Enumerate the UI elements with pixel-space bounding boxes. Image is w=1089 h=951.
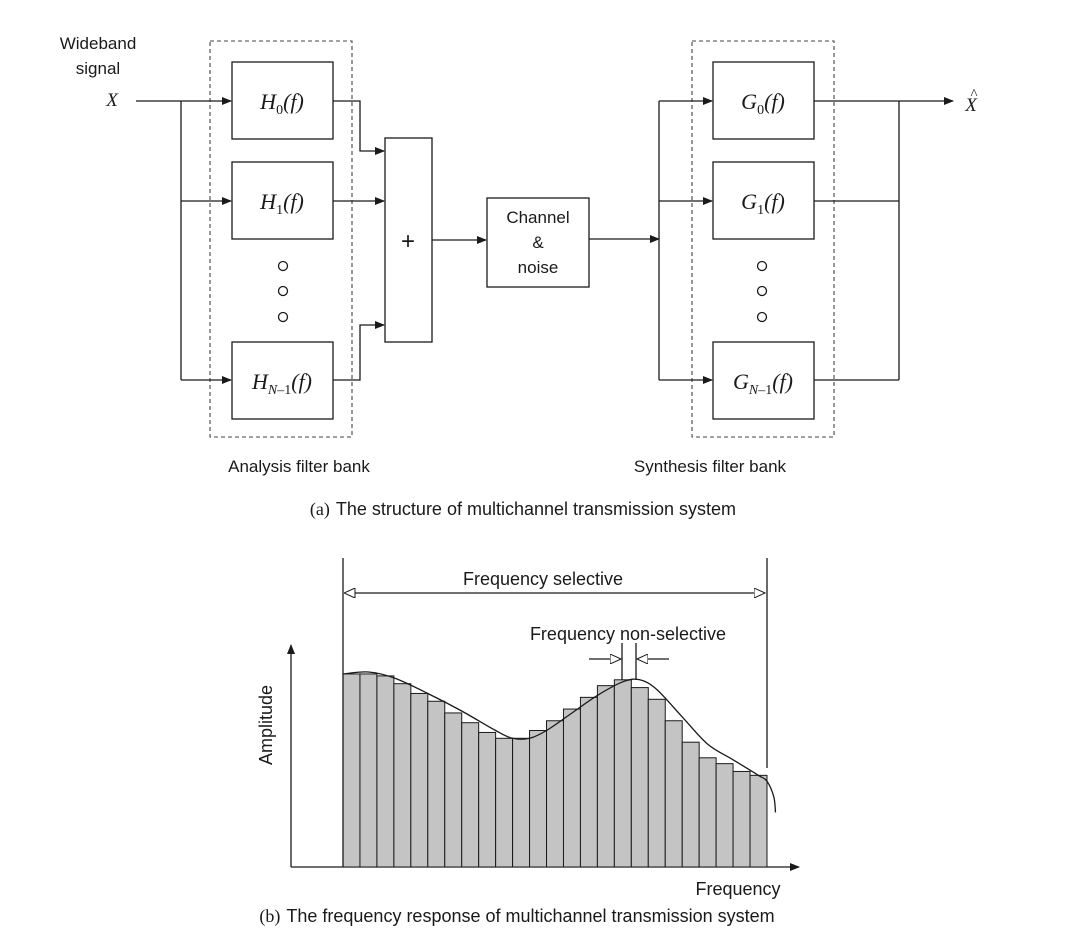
ellipsis-dot bbox=[277, 285, 289, 297]
subchannel-bar bbox=[630, 687, 649, 868]
subchannel-bar bbox=[647, 698, 666, 868]
caption-a-prefix: (a) bbox=[310, 499, 330, 520]
gn1-sub2: –1 bbox=[757, 383, 772, 398]
caption-b: (b) The frequency response of multichanne… bbox=[259, 906, 774, 927]
channel-label-line2: & bbox=[532, 233, 544, 252]
input-label-line2: signal bbox=[76, 59, 120, 78]
synthesis-filter-g1: G1(f) bbox=[712, 161, 815, 240]
h0-sub: 0 bbox=[276, 103, 283, 118]
caption-a-text: The structure of multichannel transmissi… bbox=[336, 499, 736, 519]
subchannel-bar bbox=[681, 741, 700, 868]
subchannel-bar bbox=[664, 720, 683, 868]
subchannel-bar bbox=[444, 712, 463, 868]
output-hat: ^ bbox=[970, 87, 977, 103]
subchannel-bar bbox=[698, 757, 717, 868]
channel-noise-block bbox=[486, 197, 590, 288]
synthesis-filter-bank-label: Synthesis filter bank bbox=[634, 457, 787, 476]
analysis-filter-h1: H1(f) bbox=[231, 161, 334, 240]
g1-arg: (f) bbox=[764, 189, 785, 214]
caption-a: (a) The structure of multichannel transmi… bbox=[310, 499, 736, 520]
output-symbol: X bbox=[964, 95, 978, 116]
hn1-sub2: –1 bbox=[276, 383, 291, 398]
subchannel-bars bbox=[342, 673, 768, 868]
hn1-arg: (f) bbox=[291, 369, 312, 394]
subchannel-bar bbox=[579, 696, 598, 868]
subchannel-bar bbox=[478, 731, 497, 868]
x-axis-label: Frequency bbox=[695, 879, 780, 899]
ellipsis-dot bbox=[277, 311, 289, 323]
subchannel-bar bbox=[393, 683, 412, 868]
gn1-name: G bbox=[733, 369, 749, 394]
h1-sub: 1 bbox=[276, 203, 283, 218]
g0-arg: (f) bbox=[764, 89, 785, 114]
subchannel-bar bbox=[427, 700, 446, 868]
y-axis-label: Amplitude bbox=[256, 685, 276, 765]
subchannel-bar bbox=[715, 763, 734, 868]
subchannel-bar bbox=[546, 720, 564, 868]
svg-text:GN–1(f): GN–1(f) bbox=[733, 369, 793, 398]
h1-arg: (f) bbox=[283, 189, 304, 214]
wire-h0-to-adder bbox=[333, 100, 385, 155]
wire-hn1-to-adder bbox=[333, 321, 385, 381]
subchannel-bar bbox=[376, 675, 395, 868]
input-label-line1: Wideband bbox=[60, 34, 137, 53]
synthesis-filter-bank-box bbox=[691, 40, 835, 438]
ellipsis-dot bbox=[277, 260, 289, 272]
h0-name: H bbox=[259, 89, 277, 114]
g0-sub: 0 bbox=[757, 103, 764, 118]
subchannel-bar bbox=[529, 730, 548, 868]
synthesis-filter-gn1: GN–1(f) bbox=[712, 341, 815, 420]
svg-text:G0(f): G0(f) bbox=[741, 89, 785, 118]
svg-text:H0(f): H0(f) bbox=[259, 89, 304, 118]
frequency-response-curve bbox=[342, 671, 777, 813]
caption-b-text: The frequency response of multichannel t… bbox=[286, 906, 774, 926]
ellipsis-dot bbox=[756, 285, 768, 297]
analysis-filter-bank-label: Analysis filter bank bbox=[228, 457, 370, 476]
ellipsis-dot bbox=[756, 311, 768, 323]
subchannel-bar bbox=[596, 685, 615, 868]
multichannel-structure-diagram: Wideband signal X H0(f) H1(f) HN–1(f) bbox=[60, 34, 978, 520]
caption-b-prefix: (b) bbox=[259, 906, 280, 927]
gn1-arg: (f) bbox=[772, 369, 793, 394]
input-symbol: X bbox=[105, 90, 119, 111]
hn1-name: H bbox=[251, 369, 269, 394]
subchannel-bar bbox=[749, 774, 768, 868]
ellipsis-dot bbox=[756, 260, 768, 272]
channel-label-line1: Channel bbox=[506, 208, 569, 227]
subchannel-bar bbox=[512, 737, 531, 868]
subchannel-bar bbox=[359, 673, 378, 868]
frequency-nonselective-label: Frequency non-selective bbox=[530, 624, 726, 644]
subchannel-bar bbox=[495, 737, 514, 868]
subchannel-bar bbox=[461, 722, 480, 868]
frequency-selective-label: Frequency selective bbox=[463, 569, 623, 589]
adder-symbol: + bbox=[401, 228, 415, 255]
svg-text:G1(f): G1(f) bbox=[741, 189, 785, 218]
h0-arg: (f) bbox=[283, 89, 304, 114]
frequency-response-chart: Amplitude Frequency Frequency selective … bbox=[256, 558, 800, 927]
hn1-sub: N bbox=[267, 383, 278, 398]
svg-text:H1(f): H1(f) bbox=[259, 189, 304, 218]
g1-sub: 1 bbox=[757, 203, 764, 218]
g0-name: G bbox=[741, 89, 757, 114]
subchannel-bar bbox=[562, 708, 581, 868]
subchannel-bar bbox=[613, 679, 632, 868]
svg-text:HN–1(f): HN–1(f) bbox=[251, 369, 312, 398]
analysis-filter-bank-box bbox=[209, 40, 353, 438]
channel-label-line3: noise bbox=[518, 258, 559, 277]
subchannel-bar bbox=[342, 673, 361, 868]
analysis-filter-h0: H0(f) bbox=[231, 61, 334, 140]
gn1-sub: N bbox=[748, 383, 759, 398]
analysis-filter-hn1: HN–1(f) bbox=[231, 341, 334, 420]
synthesis-filter-g0: G0(f) bbox=[712, 61, 815, 140]
h1-name: H bbox=[259, 189, 277, 214]
g1-name: G bbox=[741, 189, 757, 214]
subchannel-bar bbox=[732, 770, 751, 868]
subchannel-bar bbox=[410, 692, 429, 868]
